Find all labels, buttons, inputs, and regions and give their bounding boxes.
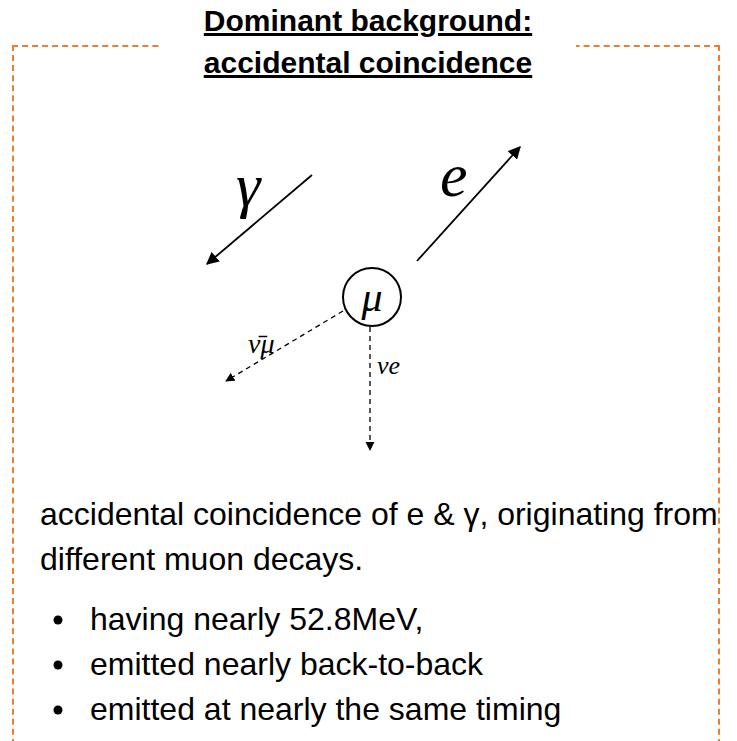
neutrino-arrow xyxy=(369,327,370,450)
bullet-dot xyxy=(54,616,63,625)
neutrino-label: νe xyxy=(377,350,400,382)
bullet-text: having nearly 52.8MeV, xyxy=(90,597,423,642)
bullet-text: emitted nearly back-to-back xyxy=(90,642,483,687)
neutrino-arrow xyxy=(226,311,343,381)
panel-title: Dominant background: accidental coincide… xyxy=(160,0,576,84)
bullet-text: emitted at nearly the same timing xyxy=(90,687,561,732)
bullet-dot xyxy=(54,661,63,670)
electron-label: e xyxy=(440,140,468,210)
muon-symbol: μ xyxy=(344,269,400,325)
muon-circle: μ xyxy=(342,267,402,327)
bullet-dots xyxy=(54,616,63,715)
photon-label: γ xyxy=(236,150,260,220)
antineutrino-label: ν̄μ xyxy=(248,327,274,361)
description-text: accidental coincidence of e & γ, origina… xyxy=(40,492,720,582)
bullet-dot xyxy=(54,706,63,715)
electron-arrow xyxy=(417,147,520,261)
